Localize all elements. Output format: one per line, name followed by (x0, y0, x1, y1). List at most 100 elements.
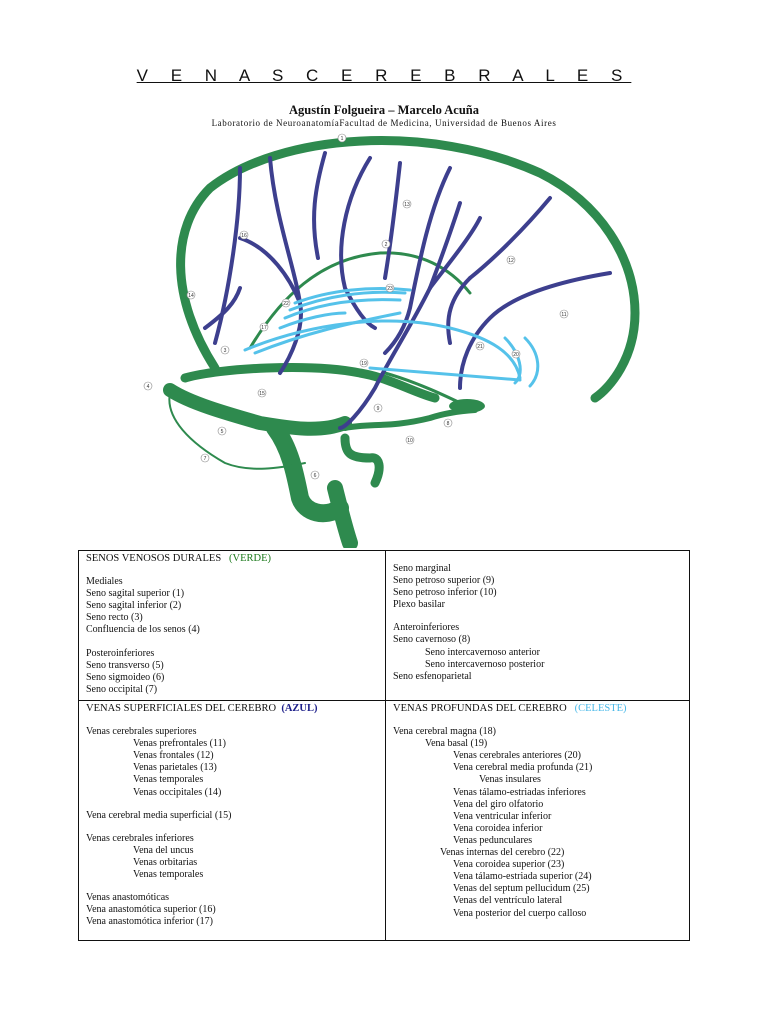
superficiales-cell: VENAS SUPERFICIALES DEL CEREBRO (AZUL) V… (78, 700, 386, 941)
transverse-sinus (163, 383, 352, 436)
list-item: Venas orbitarias (133, 856, 198, 868)
superficial-vein (213, 166, 242, 345)
fig-label: 1 (341, 136, 344, 142)
list-item: Venas del ventrículo lateral (453, 895, 563, 907)
superior-sagittal-sinus (176, 136, 640, 403)
list-item: Seno occipital (7) (86, 683, 158, 695)
superficial-vein (339, 156, 377, 330)
inferiores-heading: Venas cerebrales inferiores (86, 832, 194, 844)
list-item: Seno petroso inferior (10) (393, 587, 497, 599)
fig-label: 5 (221, 429, 224, 435)
cerebral-veins-illustration: 1 2 3 4 5 6 7 8 9 10 11 12 13 14 15 16 1… (130, 128, 650, 548)
fig-label: 15 (259, 391, 265, 397)
list-item: Vena coroidea inferior (453, 822, 543, 834)
fig-label: 9 (377, 406, 380, 412)
list-item: Confluencia de los senos (4) (86, 624, 200, 636)
list-item: Vena anastomótica superior (16) (86, 904, 216, 916)
fig-label: 21 (477, 344, 483, 350)
fig-label: 17 (261, 325, 267, 331)
legend-table: SENOS VENOSOS DURALES (VERDE) Mediales S… (78, 550, 690, 941)
list-item: Seno intercavernoso anterior (425, 646, 540, 658)
list-item: Plexo basilar (393, 599, 445, 611)
superficial-vein (338, 286, 432, 430)
deep-vein (503, 336, 522, 385)
straight-sinus (180, 363, 440, 403)
superficial-vein (428, 201, 462, 290)
superficial-vein (203, 286, 242, 330)
superficial-vein (446, 276, 472, 345)
verde-tag: (VERDE) (229, 553, 272, 564)
fig-label: 3 (224, 348, 227, 354)
fig-label: 7 (204, 456, 207, 462)
fig-label: 16 (241, 233, 247, 239)
fig-label: 6 (314, 473, 317, 479)
durales-heading: SENOS VENOSOS DURALES (86, 553, 222, 564)
list-item: Venas temporales (133, 774, 204, 786)
durales-cell-right: Seno marginal Seno petroso superior (9) … (385, 550, 690, 701)
profundas-cell: VENAS PROFUNDAS DEL CEREBRO (CELESTE) Ve… (385, 700, 690, 941)
list-item: Vena del uncus (133, 844, 194, 856)
list-item: Seno petroso superior (9) (393, 575, 495, 587)
list-item: Seno sagital inferior (2) (86, 600, 182, 612)
deep-vein (368, 366, 522, 382)
list-item: Seno sigmoideo (6) (86, 671, 165, 683)
superiores-heading: Venas cerebrales superiores (86, 726, 197, 738)
list-item: Vena coroidea superior (23) (453, 859, 565, 871)
fig-label: 10 (407, 438, 413, 444)
internal-cerebral-vein (253, 311, 402, 355)
institution: Laboratorio de NeuroanatomíaFacultad de … (211, 118, 557, 128)
list-item: Seno transverso (5) (86, 659, 164, 671)
list-item: Venas occipitales (14) (133, 786, 222, 798)
deep-vein (278, 311, 347, 330)
list-item: Vena cerebral media superficial (15) (86, 809, 232, 821)
list-item: Seno intercavernoso posterior (425, 658, 545, 670)
fig-label: 2 (385, 242, 388, 248)
list-item: Venas cerebrales anteriores (20) (453, 750, 581, 762)
fig-label: 4 (147, 384, 150, 390)
fig-label: 11 (561, 312, 566, 318)
list-item: Seno cavernoso (8) (393, 634, 471, 646)
fig-label: 19 (361, 361, 367, 367)
deep-vein (288, 290, 407, 312)
list-item: Seno sagital superior (1) (86, 588, 185, 600)
petrosal-down (340, 433, 384, 488)
list-item: Venas tálamo-estriadas inferiores (453, 786, 586, 798)
list-item: Venas prefrontales (11) (133, 738, 226, 750)
basal-vein (243, 319, 522, 380)
superficial-vein (238, 236, 302, 305)
list-item: Venas internas del cerebro (22) (440, 847, 565, 859)
jugular (327, 480, 358, 548)
fig-label: 20 (513, 352, 519, 358)
list-item: Vena del giro olfatorio (453, 798, 544, 810)
list-item: Venas parietales (13) (133, 762, 217, 774)
fig-label: 23 (387, 286, 393, 292)
authors: Agustín Folgueira – Marcelo Acuña (288, 103, 480, 117)
fig-label: 8 (447, 421, 450, 427)
sigmoid-sinus (266, 419, 349, 523)
list-item: Seno esfenoparietal (393, 670, 472, 682)
superficial-vein (383, 166, 452, 355)
posteroinferiores-heading: Posteroinferiores (86, 647, 155, 659)
fig-label: 14 (188, 293, 194, 299)
list-item: Vena cerebral magna (18) (393, 726, 496, 738)
celeste-tag: (CELESTE) (574, 703, 627, 714)
list-item: Venas temporales (133, 869, 204, 881)
list-item: Vena basal (19) (425, 738, 488, 750)
fig-label: 22 (283, 301, 289, 307)
azul-tag: (AZUL) (281, 703, 318, 714)
occipital-sinus (168, 392, 306, 470)
fig-label: 12 (508, 258, 514, 264)
list-item: Seno marginal (393, 563, 451, 574)
deep-vein (523, 336, 540, 388)
superficial-vein (458, 271, 612, 390)
superficial-vein (383, 161, 402, 280)
list-item: Venas insulares (479, 774, 541, 786)
cavernous-sinus (449, 399, 485, 413)
list-item: Venas del septum pellucidum (25) (453, 883, 590, 895)
list-item: Vena anastomótica inferior (17) (86, 916, 213, 928)
list-item: Venas pedunculares (453, 834, 533, 846)
profundas-heading: VENAS PROFUNDAS DEL CEREBRO (393, 703, 567, 714)
superficial-vein (312, 151, 327, 260)
page-title: V E N A S C E R E B R A L E S (136, 66, 632, 85)
petrosal-sinus (342, 407, 478, 431)
